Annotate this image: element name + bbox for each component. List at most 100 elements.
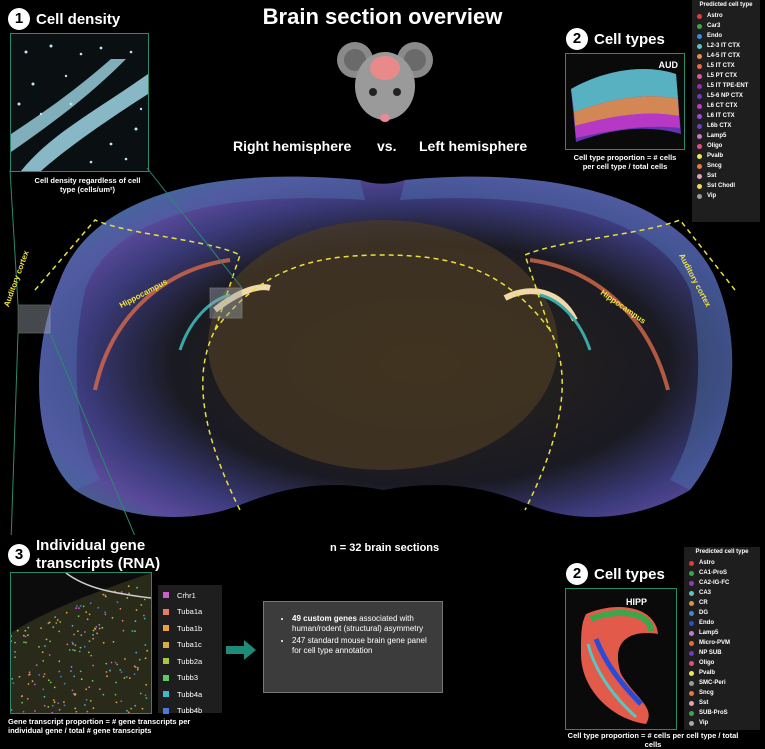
aud-legend-swatch <box>697 33 702 39</box>
aud-legend-item: Sncg <box>692 161 760 171</box>
aud-legend-label: Sncg <box>707 163 722 169</box>
aud-legend-item: Sst <box>692 171 760 181</box>
aud-legend-label: L4-5 IT CTX <box>707 53 741 59</box>
hipp-legend-item: Sncg <box>684 688 760 698</box>
aud-legend-swatch <box>697 83 702 89</box>
hipp-legend-item: Vip <box>684 718 760 728</box>
aud-legend-item: L6b CTX <box>692 121 760 131</box>
hipp-legend-item: Lamp5 <box>684 628 760 638</box>
info-item-custom-genes: 49 custom genes associated with human/ro… <box>292 614 432 634</box>
info-item-standard-panel: 247 standard mouse brain gene panel for … <box>292 636 432 656</box>
hipp-legend-label: Endo <box>699 620 714 626</box>
aud-legend-item: L6 CT CTX <box>692 101 760 111</box>
aud-legend-item: Car3 <box>692 21 760 31</box>
aud-legend-swatch <box>697 73 702 79</box>
hipp-legend-label: CA2-IG-FC <box>699 580 730 586</box>
right-cortex-red-layer <box>529 258 670 391</box>
aud-caption-line1: Cell type proportion = # cells <box>573 153 677 162</box>
gene-legend-label: Tuba1a <box>177 607 203 617</box>
aud-heading-group: 2 Cell types <box>566 28 665 50</box>
hipp-legend-label: Lamp5 <box>699 630 719 636</box>
gene-zoom-box <box>209 287 243 319</box>
aud-caption: Cell type proportion = # cells per cell … <box>560 153 690 171</box>
hipp-caption: Cell type proportion = # cells per cell … <box>558 731 748 749</box>
gene-legend-item: Tuba1c <box>158 637 222 654</box>
aud-legend-item: L5 IT CTX <box>692 61 760 71</box>
aud-legend-label: L5 IT CTX <box>707 63 735 69</box>
hipp-number-badge: 2 <box>566 563 588 585</box>
hipp-legend-swatch <box>689 620 694 626</box>
aud-legend-label: Car3 <box>707 23 721 29</box>
aud-legend-swatch <box>697 93 702 99</box>
gene-legend-swatch <box>163 608 169 615</box>
left-hippocampus-arc <box>213 284 271 313</box>
right-hemisphere-label: Right hemisphere <box>233 138 352 154</box>
hipp-legend-swatch <box>689 570 694 576</box>
density-heading-group: 1 Cell density <box>8 8 120 30</box>
aud-legend-item: L5-6 NP CTX <box>692 91 760 101</box>
hipp-legend-item: SUB-ProS <box>684 708 760 718</box>
aud-legend-item: Oligo <box>692 141 760 151</box>
transcripts-heading-line2: transcripts (RNA) <box>36 555 161 572</box>
aud-legend-swatch <box>697 103 702 109</box>
gene-legend-label: Tubb4b <box>177 706 203 716</box>
aud-panel: AUD <box>565 53 685 150</box>
hipp-caption-line1: Cell type proportion = # cells per cell … <box>567 731 739 740</box>
aud-legend-label: Endo <box>707 33 722 39</box>
aud-number-badge: 2 <box>566 28 588 50</box>
hipp-legend-label: CR <box>699 600 708 606</box>
gene-legend-item: Tubb4a <box>158 686 222 703</box>
density-image <box>11 34 148 171</box>
gene-legend-swatch <box>163 641 169 648</box>
hipp-caption-line2: cells <box>644 740 662 749</box>
hipp-legend-swatch <box>689 710 694 716</box>
hipp-legend-swatch <box>689 700 694 706</box>
hipp-legend-label: Vip <box>699 720 709 726</box>
info-custom-genes-bold: 49 custom genes <box>292 614 357 623</box>
hipp-legend-item: SMC-Peri <box>684 678 760 688</box>
aud-caption-line2: per cell type / total cells <box>582 162 668 171</box>
hipp-legend-label: Oligo <box>699 660 715 666</box>
left-hemisphere-label: Left hemisphere <box>419 138 528 154</box>
gene-legend-swatch <box>163 691 169 698</box>
aud-legend-label: L6 CT CTX <box>707 103 738 109</box>
density-caption-line1: Cell density regardless of cell <box>34 176 141 185</box>
hippocampus-upper-outline <box>214 254 551 331</box>
hipp-legend-label: CA3 <box>699 590 712 596</box>
gene-legend-label: Tuba1c <box>177 640 202 650</box>
aud-legend-swatch <box>697 153 702 159</box>
density-caption: Cell density regardless of cell type (ce… <box>10 176 165 194</box>
left-teal-tract <box>178 293 231 351</box>
aud-legend-swatch <box>697 163 702 169</box>
connector-gene-left <box>10 332 19 535</box>
aud-legend-label: Vip <box>707 193 717 199</box>
aud-legend-swatch <box>697 63 702 69</box>
density-panel <box>10 33 149 172</box>
aud-legend-item: L4-5 IT CTX <box>692 51 760 61</box>
hipp-legend-label: SMC-Peri <box>699 680 726 686</box>
aud-legend-label: L6b CTX <box>707 123 732 129</box>
hipp-legend-swatch <box>689 560 694 566</box>
hipp-legend-item: NP SUB <box>684 648 760 658</box>
aud-legend-label: Sst <box>707 173 717 179</box>
density-number-badge: 1 <box>8 8 30 30</box>
hipp-legend-title: Predicted cell type <box>695 549 749 555</box>
connector-gene-right <box>49 332 136 535</box>
hipp-legend-item: CA1-ProS <box>684 568 760 578</box>
aud-legend-label: Lamp5 <box>707 133 727 139</box>
aud-legend-label: Pvalb <box>707 153 724 159</box>
hipp-legend-label: Micro-PVM <box>699 640 731 646</box>
hipp-legend-label: SUB-ProS <box>699 710 728 716</box>
aud-legend-item: Lamp5 <box>692 131 760 141</box>
hipp-legend-swatch <box>689 720 694 726</box>
hipp-legend-swatch <box>689 580 694 586</box>
hipp-legend-swatch <box>689 630 694 636</box>
aud-legend-swatch <box>697 53 702 59</box>
page-title: Brain section overview <box>262 4 503 29</box>
brain-section <box>9 167 736 535</box>
aud-legend-item: Sst Chodl <box>692 181 760 191</box>
density-caption-line2: type (cells/um²) <box>59 185 115 194</box>
hipp-legend-swatch <box>689 590 694 596</box>
